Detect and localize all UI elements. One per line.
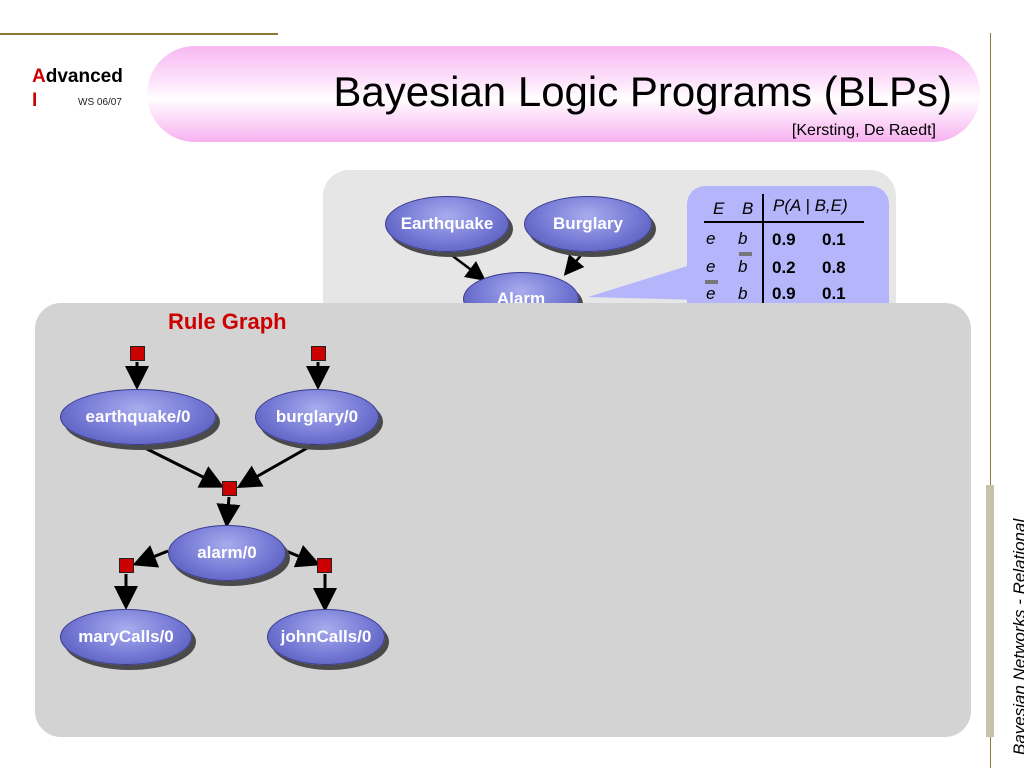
brand-logo: Advanced <box>32 66 123 87</box>
cpt-row1-p1: 0.9 <box>772 230 796 249</box>
cpt-table <box>687 186 889 326</box>
cpt-row2-b: b <box>738 257 748 276</box>
cpt-row3-p1: 0.9 <box>772 284 796 303</box>
cpt-row1-e: e <box>706 229 716 248</box>
rule-node-square <box>130 346 145 361</box>
cpt-row2-p2: 0.8 <box>822 258 846 277</box>
rule-graph-panel <box>35 303 971 737</box>
negation-bar <box>739 252 752 256</box>
cpt-row2-p1: 0.2 <box>772 258 796 277</box>
rule-node-square <box>311 346 326 361</box>
cpt-header-p: P(A | B,E) <box>773 196 848 215</box>
semester-label: WS 06/07 <box>78 97 122 108</box>
rule-graph-title: Rule Graph <box>168 309 287 334</box>
top-rule-line <box>0 33 278 35</box>
rule-node-square <box>119 558 134 573</box>
edge-alarm-sq5 <box>285 545 321 568</box>
rule-node-alarm: alarm/0 <box>168 525 286 581</box>
edge-sq3-alarm <box>216 496 241 528</box>
node-earthquake: Earthquake <box>385 196 509 252</box>
cpt-callout-pointer <box>588 262 700 300</box>
edge-earthquake-alarm <box>445 250 486 281</box>
node-burglary: Burglary <box>524 196 652 252</box>
rule-node-marycalls: maryCalls/0 <box>60 609 192 665</box>
citation: [Kersting, De Raedt] <box>791 122 936 139</box>
cpt-row3-b: b <box>738 284 748 303</box>
right-border-accent <box>986 485 994 737</box>
cpt-row1-b: b <box>738 229 748 248</box>
rule-node-square <box>317 558 332 573</box>
cpt-row3-p2: 0.1 <box>822 284 846 303</box>
rule-node-burglary: burglary/0 <box>255 389 379 445</box>
cpt-row3-e: e <box>706 284 716 303</box>
cpt-header-b: B <box>742 199 754 218</box>
edge-earthquake-sq3 <box>136 442 225 488</box>
rule-node-earthquake: earthquake/0 <box>60 389 216 445</box>
cpt-row1-p2: 0.1 <box>822 230 846 249</box>
rule-node-square <box>222 481 237 496</box>
edge-burglary-sq3 <box>236 441 317 488</box>
brand-logo-line2: I <box>32 90 38 111</box>
cpt-row2-e: e <box>706 257 716 276</box>
right-border-line <box>990 33 991 768</box>
cpt-header-e: E <box>713 199 725 218</box>
negation-bar <box>705 280 718 284</box>
edge-burglary-alarm <box>563 252 585 276</box>
slide-title: Bayesian Logic Programs (BLPs) <box>333 68 952 115</box>
rule-node-johncalls: johnCalls/0 <box>267 609 385 665</box>
edge-alarm-sq4 <box>132 545 169 568</box>
title-banner <box>147 46 980 142</box>
